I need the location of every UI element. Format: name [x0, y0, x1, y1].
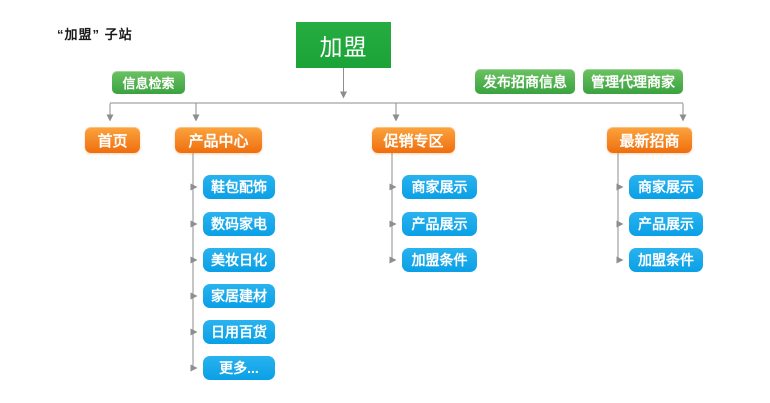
node-latest-join-conditions[interactable]: 加盟条件 — [629, 248, 703, 272]
node-promo-join-conditions[interactable]: 加盟条件 — [402, 248, 477, 272]
node-product-center[interactable]: 产品中心 — [175, 127, 262, 153]
node-promo-product-display[interactable]: 产品展示 — [402, 212, 477, 236]
node-root-jiameng[interactable]: 加盟 — [296, 22, 391, 68]
publish-info-button[interactable]: 发布招商信息 — [475, 69, 575, 94]
node-shoes-bags-accessories[interactable]: 鞋包配饰 — [203, 175, 275, 199]
node-home-building[interactable]: 家居建材 — [203, 284, 275, 308]
node-promo-merchant-display[interactable]: 商家展示 — [402, 175, 477, 199]
node-daily-goods[interactable]: 日用百货 — [203, 320, 275, 344]
manage-agents-button[interactable]: 管理代理商家 — [583, 69, 683, 94]
info-search-button[interactable]: 信息检索 — [112, 71, 185, 94]
node-more[interactable]: 更多... — [203, 356, 275, 380]
node-latest-invest[interactable]: 最新招商 — [607, 127, 692, 153]
node-promo-zone[interactable]: 促销专区 — [372, 127, 455, 153]
node-latest-merchant-display[interactable]: 商家展示 — [629, 175, 703, 199]
node-latest-product-display[interactable]: 产品展示 — [629, 212, 703, 236]
node-home[interactable]: 首页 — [85, 127, 140, 153]
page-title: “加盟” 子站 — [57, 27, 133, 42]
node-beauty-daily-chem[interactable]: 美妆日化 — [203, 248, 275, 272]
node-digital-appliances[interactable]: 数码家电 — [203, 212, 275, 236]
